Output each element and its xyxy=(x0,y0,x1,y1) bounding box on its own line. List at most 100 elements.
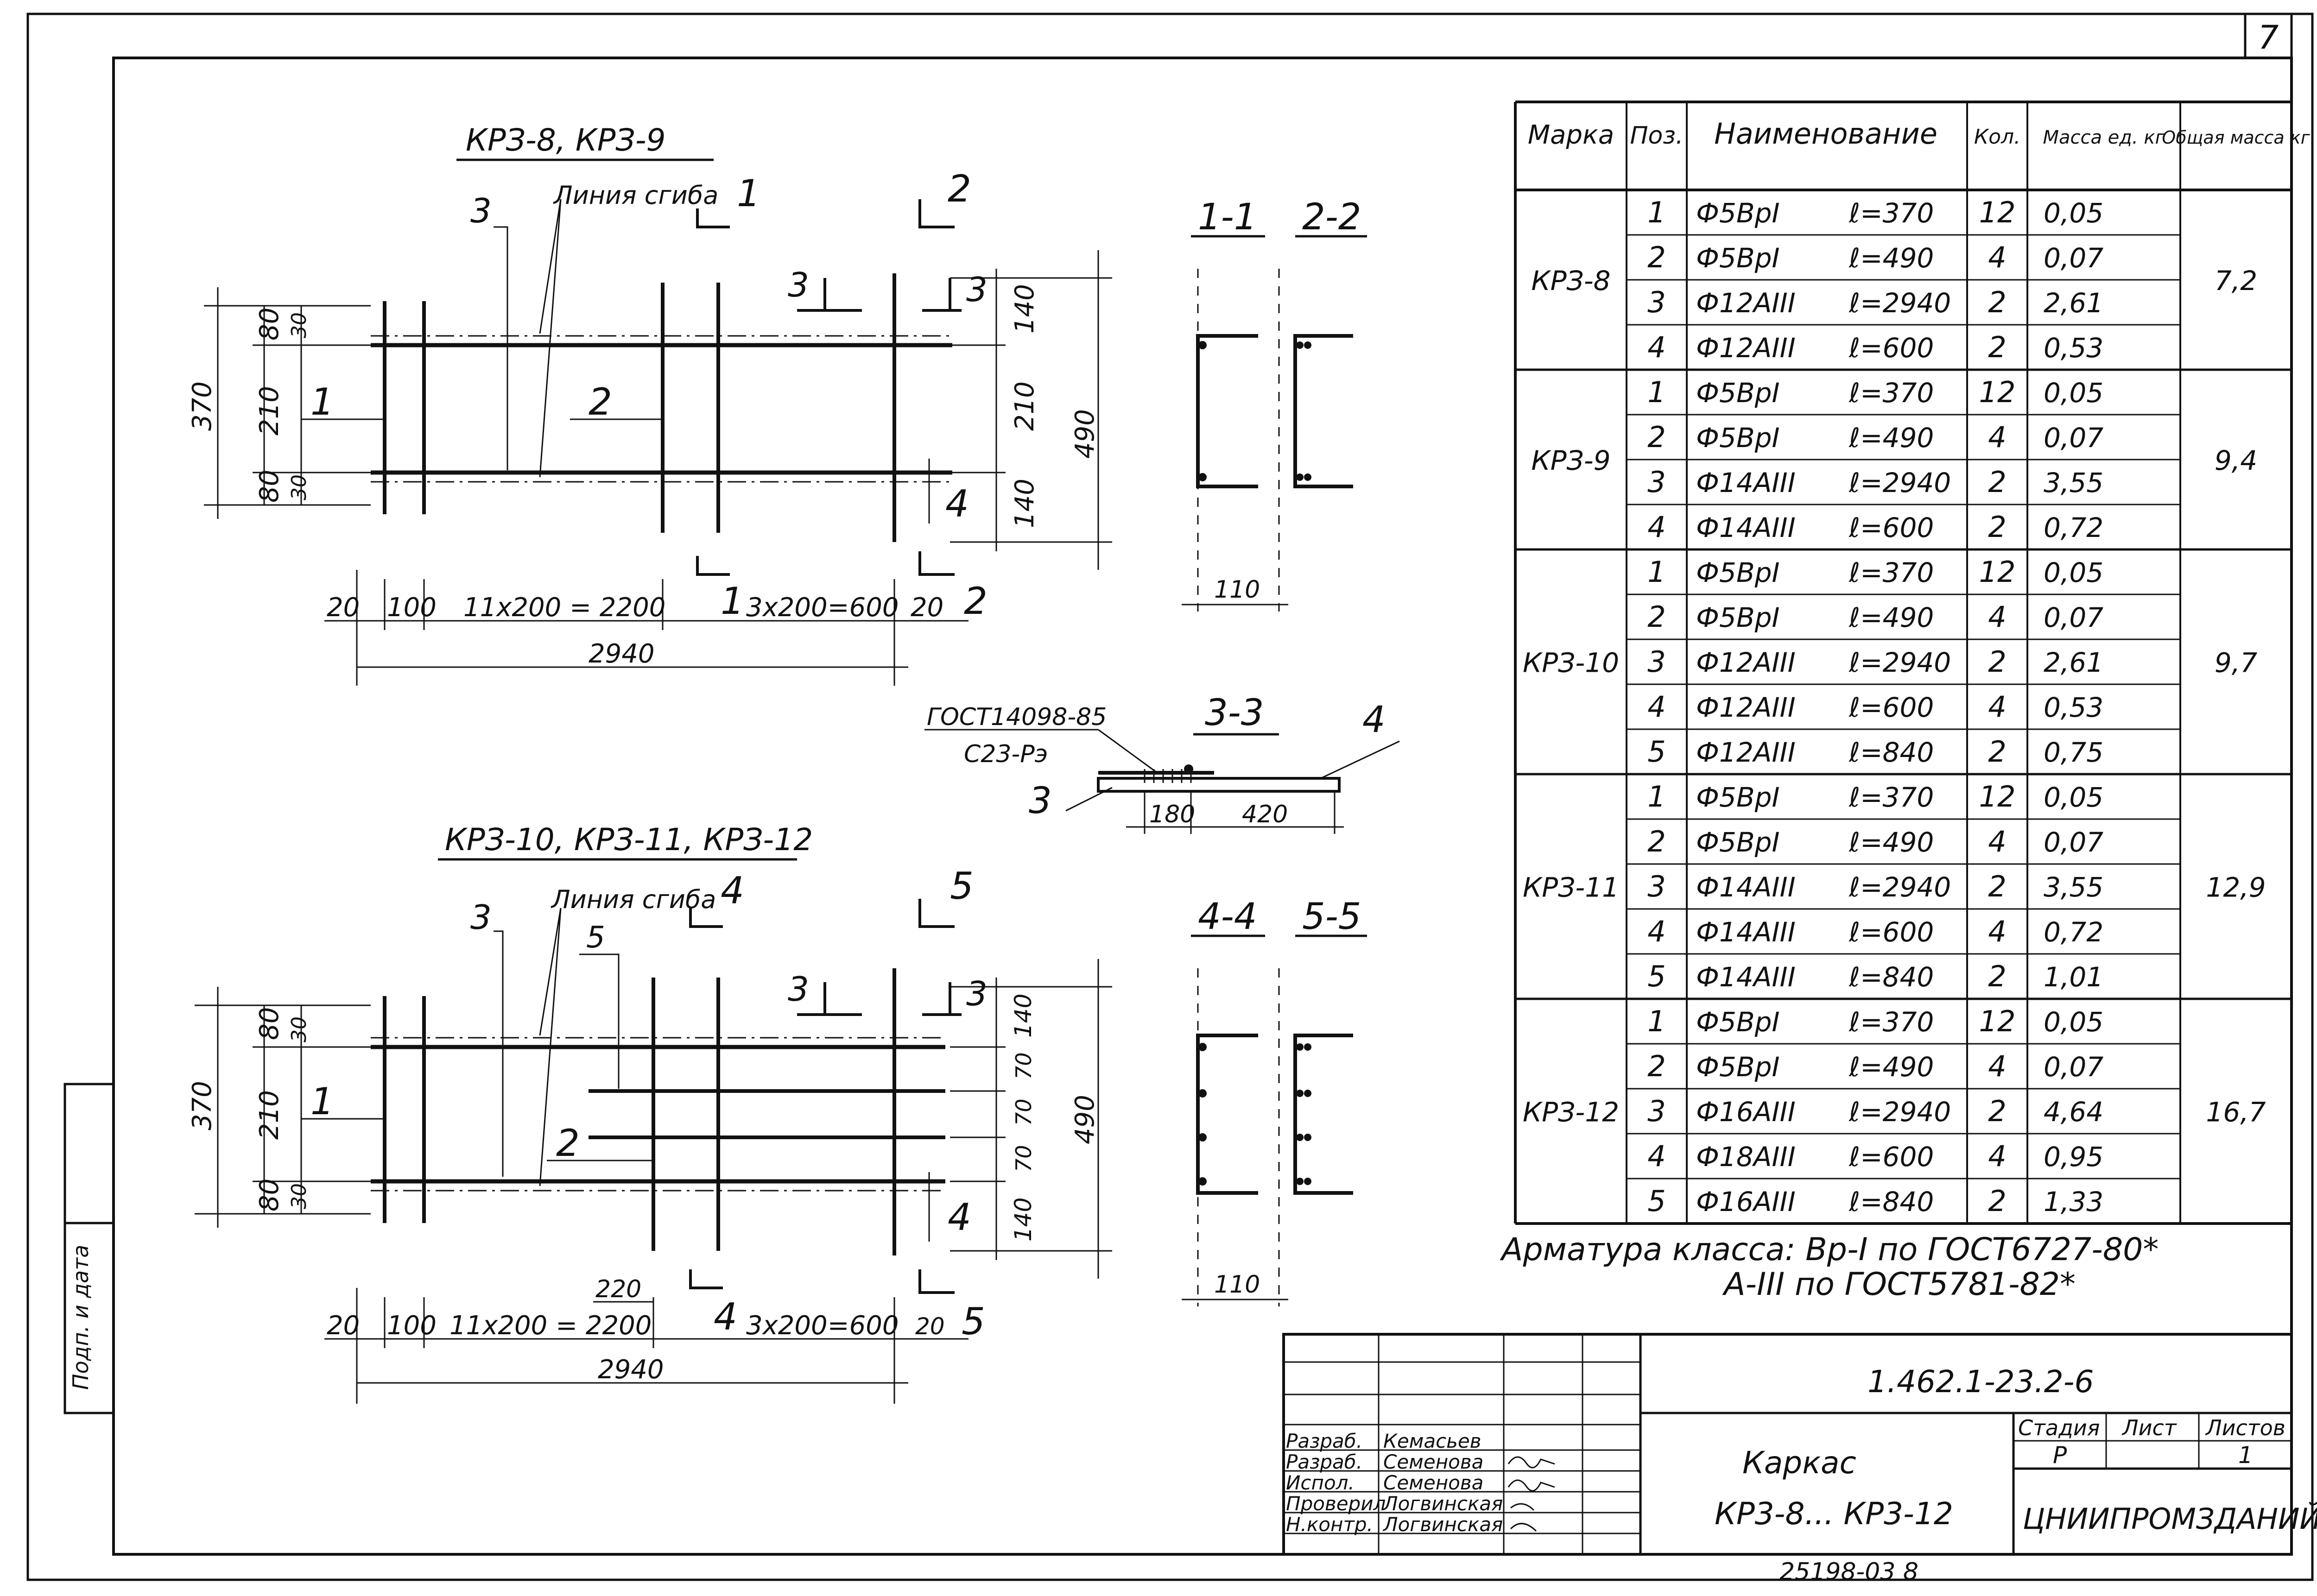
table-mark: КРЗ-10 xyxy=(1523,647,1619,679)
table-bar-length: ℓ=2940 xyxy=(1849,647,1951,678)
table-qty: 2 xyxy=(1988,645,2006,679)
table-unit-mass: 0,72 xyxy=(2044,512,2103,543)
top-cut-2a: 2 xyxy=(948,167,971,210)
table-bar-length: ℓ=370 xyxy=(1849,782,1934,813)
sheet-header: Лист xyxy=(2121,1415,2177,1440)
table-bar-name: Ф12АIII xyxy=(1696,287,1796,319)
table-total-mass: 9,7 xyxy=(2215,647,2257,679)
bottom-cut-3a: 3 xyxy=(788,970,809,1009)
table-unit-mass: 0,95 xyxy=(2044,1141,2103,1173)
title-block xyxy=(1282,1333,2293,1556)
table-qty: 2 xyxy=(1988,735,2006,769)
table-qty: 4 xyxy=(1988,825,2006,858)
table-qty: 12 xyxy=(1979,1004,2016,1038)
table-pos: 3 xyxy=(1647,285,1665,319)
table-pos: 1 xyxy=(1647,196,1665,229)
bottom-dim-30b: 30 xyxy=(287,1183,311,1209)
bottom-dim-b20a: 20 xyxy=(327,1311,360,1341)
table-bar-length: ℓ=600 xyxy=(1849,332,1934,364)
table-bar-length: ℓ=2940 xyxy=(1849,467,1951,498)
table-unit-mass: 0,05 xyxy=(2044,197,2103,229)
table-bar-name: Ф5ВрI xyxy=(1696,1006,1780,1038)
top-dim-b20b: 20 xyxy=(911,593,943,623)
top-dim-r140b: 140 xyxy=(1010,479,1040,528)
table-bar-name: Ф5ВрI xyxy=(1696,557,1780,588)
top-cut-1a: 1 xyxy=(737,172,760,215)
top-dim-370: 370 xyxy=(187,381,217,431)
bottom-pos-1: 1 xyxy=(310,1080,334,1123)
bend-line-label-top: Линия сгиба xyxy=(553,181,718,210)
table-bar-length: ℓ=600 xyxy=(1849,916,1934,948)
top-cut-1b: 1 xyxy=(721,580,744,623)
table-bar-length: ℓ=490 xyxy=(1849,826,1934,858)
top-dim-30a: 30 xyxy=(287,312,311,338)
bottom-dim-b-span: 11х200 = 2200 xyxy=(449,1311,652,1341)
table-pos: 1 xyxy=(1647,780,1665,814)
table-qty: 2 xyxy=(1988,1184,2006,1218)
doc-code: 1.462.1-23.2-6 xyxy=(1868,1364,2094,1400)
top-pos-4: 4 xyxy=(945,482,969,525)
role-2: Испол. xyxy=(1286,1471,1355,1494)
table-unit-mass: 0,75 xyxy=(2044,737,2103,768)
table-bar-name: Ф14АIII xyxy=(1696,512,1796,543)
top-pos-1: 1 xyxy=(310,380,334,423)
bottom-dim-370: 370 xyxy=(187,1081,217,1130)
table-unit-mass: 2,61 xyxy=(2044,287,2103,319)
table-qty: 4 xyxy=(1988,915,2006,948)
table-qty: 4 xyxy=(1988,1049,2006,1083)
table-qty: 2 xyxy=(1988,959,2006,993)
weld-gost: ГОСТ14098-85 xyxy=(927,703,1107,731)
table-pos: 3 xyxy=(1647,1094,1665,1128)
table-bar-name: Ф12АIII xyxy=(1696,332,1796,364)
table-qty: 2 xyxy=(1988,510,2006,544)
table-unit-mass: 0,07 xyxy=(2044,826,2103,858)
bottom-frame-title: КРЗ-10, КРЗ-11, КРЗ-12 xyxy=(445,822,813,858)
table-unit-mass: 0,72 xyxy=(2044,916,2103,948)
table-bar-name: Ф18АIII xyxy=(1696,1141,1796,1173)
bottom-dim-r70c: 70 xyxy=(1011,1145,1036,1172)
table-bar-length: ℓ=490 xyxy=(1849,242,1934,274)
table-total-mass: 7,2 xyxy=(2215,265,2257,296)
top-dim-30b: 30 xyxy=(287,474,311,500)
org-name: ЦНИИПРОМЗДАНИЙ xyxy=(2023,1501,2317,1536)
bottom-dim-30a: 30 xyxy=(287,1016,311,1042)
bottom-dim-b20b: 20 xyxy=(915,1313,945,1340)
table-pos: 1 xyxy=(1647,375,1665,409)
table-pos: 3 xyxy=(1647,870,1665,903)
top-pos-3: 3 xyxy=(470,191,492,230)
table-header-pos: Поз. xyxy=(1630,122,1683,150)
top-dim-b-span2: 3х200=600 xyxy=(746,593,899,623)
table-unit-mass: 0,53 xyxy=(2044,692,2103,723)
table-bar-length: ℓ=370 xyxy=(1849,377,1934,409)
table-pos: 2 xyxy=(1647,1049,1665,1083)
table-bar-name: Ф12АIII xyxy=(1696,692,1796,723)
table-mark: КРЗ-11 xyxy=(1523,872,1619,903)
table-unit-mass: 3,55 xyxy=(2044,467,2103,498)
section-2-2: 2-2 xyxy=(1302,196,1361,238)
table-bar-name: Ф5ВрI xyxy=(1696,422,1780,454)
name-2: Семенова xyxy=(1383,1471,1483,1494)
table-bar-length: ℓ=840 xyxy=(1849,1186,1934,1218)
table-qty: 4 xyxy=(1988,600,2006,634)
table-pos: 5 xyxy=(1647,1184,1665,1218)
bottom-cut-3b: 3 xyxy=(966,974,988,1013)
table-bar-length: ℓ=600 xyxy=(1849,692,1934,723)
table-bar-length: ℓ=370 xyxy=(1849,197,1934,229)
table-qty: 4 xyxy=(1988,690,2006,724)
table-qty: 2 xyxy=(1988,330,2006,364)
table-pos: 5 xyxy=(1647,735,1665,769)
name-4: Логвинская xyxy=(1382,1513,1503,1536)
table-pos: 4 xyxy=(1647,1139,1665,1173)
note-line2: А-III по ГОСТ5781-82* xyxy=(1722,1266,2076,1303)
table-bar-name: Ф16АIII xyxy=(1696,1096,1796,1128)
table-qty: 2 xyxy=(1988,870,2006,903)
table-pos: 4 xyxy=(1647,330,1665,364)
top-cut-3a: 3 xyxy=(788,265,809,304)
table-bar-name: Ф14АIII xyxy=(1696,871,1796,903)
table-qty: 4 xyxy=(1988,1139,2006,1173)
bottom-pos-5: 5 xyxy=(586,921,605,955)
signature-marks xyxy=(1507,1456,1555,1532)
table-pos: 3 xyxy=(1647,465,1665,499)
section-rebar-dots-bottom xyxy=(1198,1043,1311,1186)
table-total-mass: 12,9 xyxy=(2206,872,2266,903)
